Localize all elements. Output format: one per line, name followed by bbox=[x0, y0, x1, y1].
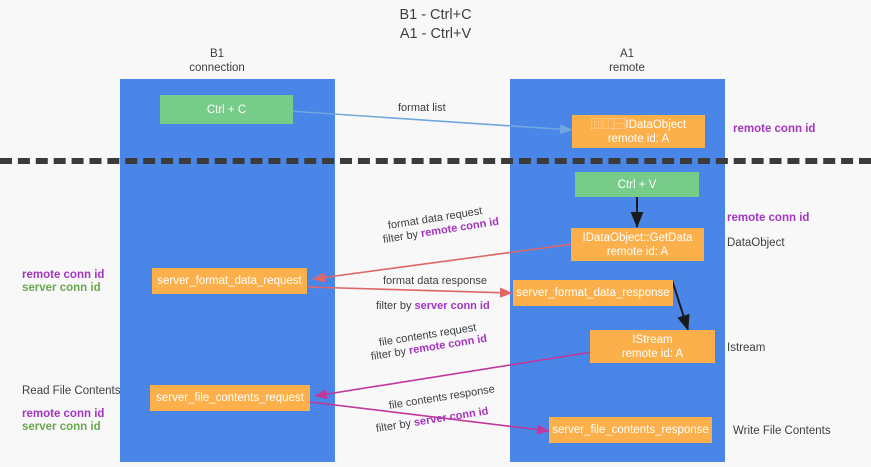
column-header-a1-name: A1 bbox=[619, 48, 635, 60]
annotation-left-remote-conn-id-mid: remote conn id bbox=[22, 269, 105, 281]
column-header-b1-name: B1 bbox=[209, 48, 225, 60]
node-idataobject-line1: ⿵⿰⿱IDataObject bbox=[590, 118, 687, 131]
node-idataobject-getdata[interactable]: IDataObject::GetData remote id: A bbox=[571, 228, 704, 261]
filter-key-server-conn-id: server conn id bbox=[413, 405, 490, 429]
edge-label-format-list: format list bbox=[398, 102, 446, 114]
node-ctrl-c[interactable]: Ctrl + C bbox=[160, 95, 293, 124]
node-ctrl-c-label: Ctrl + C bbox=[206, 103, 247, 116]
node-server-format-data-response[interactable]: server_format_data_response bbox=[513, 280, 673, 306]
node-getdata-line2: remote id: A bbox=[606, 245, 669, 258]
node-server-format-data-request-label: server_format_data_request bbox=[157, 275, 302, 287]
column-header-b1-sub: connection bbox=[189, 62, 245, 74]
annotation-right-istream: Istream bbox=[727, 342, 766, 354]
node-istream[interactable]: IStream remote id: A bbox=[590, 330, 715, 363]
node-ctrl-v[interactable]: Ctrl + V bbox=[575, 172, 699, 197]
edge-label-format-data-response-filter: filter by server conn id bbox=[376, 299, 490, 313]
title-line-2: A1 - Ctrl+V bbox=[399, 26, 472, 42]
node-server-file-contents-response[interactable]: server_file_contents_response bbox=[549, 417, 712, 443]
title-line-1: B1 - Ctrl+C bbox=[399, 7, 472, 23]
annotation-right-remote-conn-id-mid: remote conn id bbox=[727, 212, 810, 224]
node-idataobject[interactable]: ⿵⿰⿱IDataObject remote id: A bbox=[572, 115, 705, 148]
node-idataobject-line2: remote id: A bbox=[607, 132, 670, 145]
node-server-file-contents-response-label: server_file_contents_response bbox=[552, 424, 709, 436]
annotation-left-remote-conn-id-bottom: remote conn id bbox=[22, 408, 105, 420]
annotation-right-dataobject: DataObject bbox=[727, 237, 785, 249]
column-header-b1: B1 connection bbox=[137, 47, 297, 75]
node-server-format-data-response-label: server_format_data_response bbox=[516, 287, 670, 299]
annotation-left-server-conn-id-mid: server conn id bbox=[22, 282, 101, 294]
node-ctrl-v-label: Ctrl + V bbox=[617, 178, 657, 191]
filter-by-text: filter by bbox=[376, 300, 415, 312]
node-server-format-data-request[interactable]: server_format_data_request bbox=[152, 268, 307, 294]
node-server-file-contents-request[interactable]: server_file_contents_request bbox=[150, 385, 310, 411]
annotation-left-read-file-contents: Read File Contents bbox=[22, 385, 121, 397]
node-istream-line2: remote id: A bbox=[621, 347, 684, 360]
column-header-a1-sub: remote bbox=[609, 62, 645, 74]
page-title: B1 - Ctrl+C A1 - Ctrl+V bbox=[0, 6, 871, 44]
filter-by-text: filter by bbox=[370, 345, 410, 363]
node-server-file-contents-request-label: server_file_contents_request bbox=[156, 392, 304, 404]
phase-divider bbox=[0, 158, 871, 164]
node-istream-line1: IStream bbox=[632, 333, 673, 346]
filter-key-server-conn-id: server conn id bbox=[414, 300, 490, 312]
annotation-right-remote-conn-id-top: remote conn id bbox=[733, 123, 816, 135]
node-getdata-line1: IDataObject::GetData bbox=[582, 231, 693, 244]
edge-label-format-data-response: format data response bbox=[383, 275, 487, 287]
column-header-a1: A1 remote bbox=[547, 47, 707, 75]
filter-by-text: filter by bbox=[375, 417, 415, 435]
annotation-left-server-conn-id-bottom: server conn id bbox=[22, 421, 101, 433]
annotation-right-write-file-contents: Write File Contents bbox=[733, 425, 831, 437]
